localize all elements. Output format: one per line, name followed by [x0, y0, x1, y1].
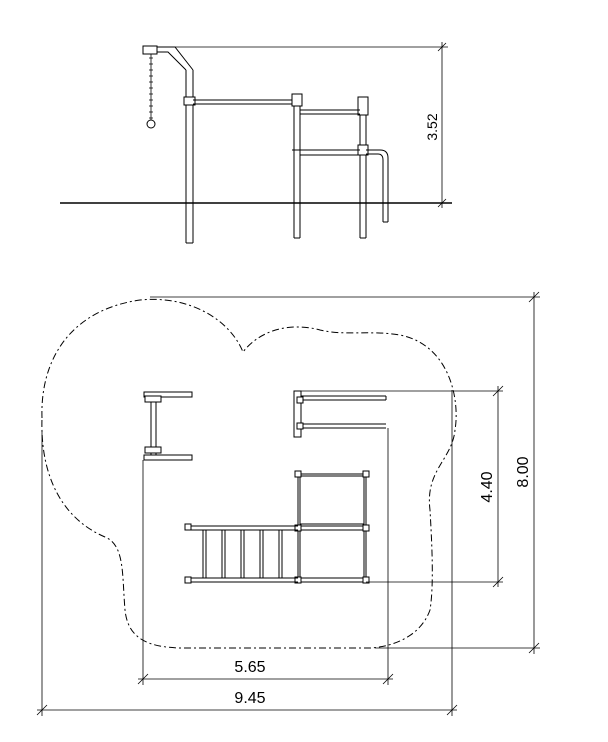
plan-view: 8.00 4.40 5.65 9.45	[36, 291, 540, 716]
depth-dimension-outer: 8.00	[515, 291, 540, 654]
middle-post	[291, 93, 303, 239]
safety-zone-outline	[41, 298, 457, 649]
horizontal-ladder	[184, 523, 298, 584]
right-post	[357, 96, 369, 239]
width-dimension-outer-label: 9.45	[234, 690, 265, 707]
height-dimension-label: 3.52	[424, 113, 440, 140]
height-dimension: 3.52	[175, 42, 448, 208]
chain-ring	[146, 119, 156, 129]
hanging-chain	[146, 54, 156, 129]
depth-dimension-inner: 4.40	[479, 385, 504, 588]
ladder-rungs	[202, 530, 283, 578]
climbing-frame	[294, 470, 370, 584]
depth-dimension-outer-label: 8.00	[515, 456, 532, 487]
depth-dimension-inner-label: 4.40	[479, 471, 496, 502]
width-dimension-inner: 5.65	[137, 659, 394, 685]
bar-unit	[293, 390, 387, 438]
side-elevation: 3.52	[60, 42, 452, 244]
width-dimension-outer: 9.45	[36, 690, 458, 716]
pull-up-bar-unit	[143, 391, 193, 461]
width-dimension-inner-label: 5.65	[234, 659, 265, 676]
